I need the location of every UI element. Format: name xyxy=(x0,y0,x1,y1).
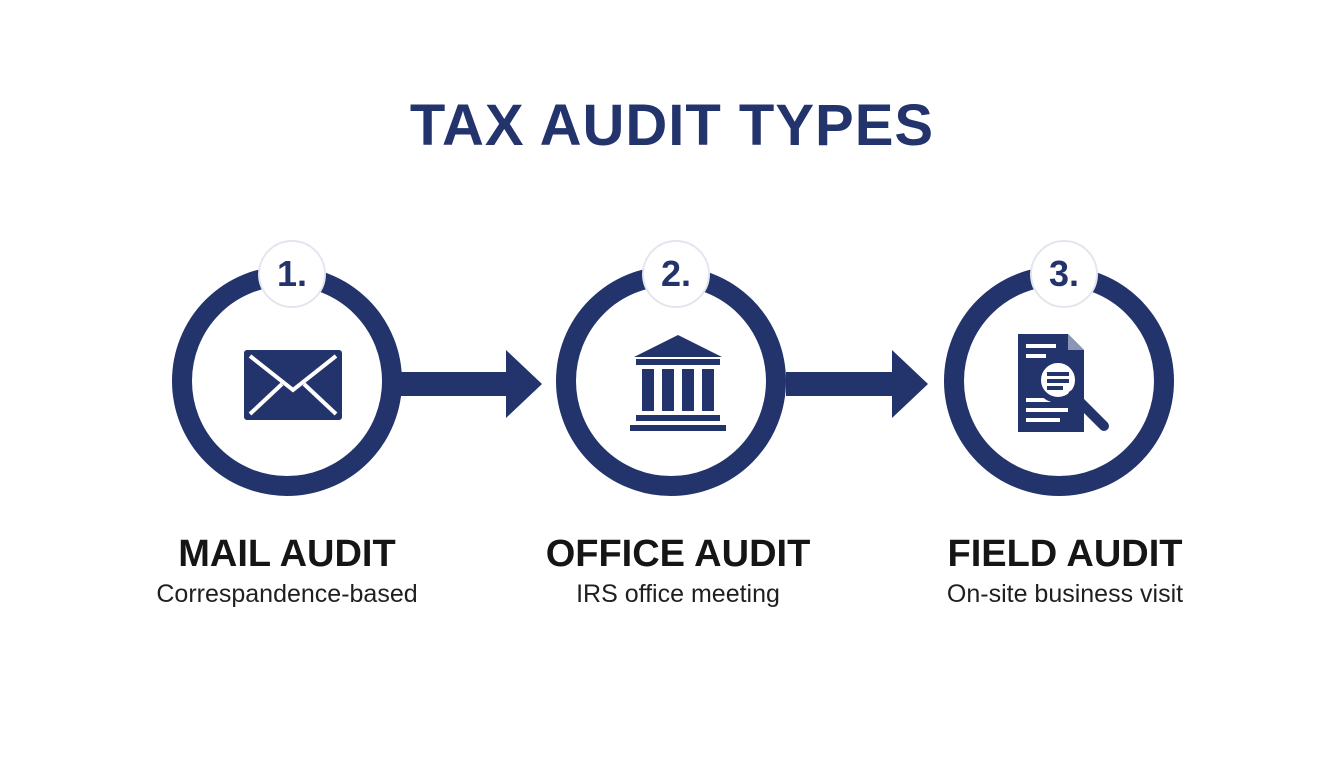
bank-building-icon xyxy=(630,335,726,431)
arrow-2-to-3 xyxy=(786,350,928,418)
arrow-1-to-2 xyxy=(400,350,542,418)
envelope-icon xyxy=(244,350,342,420)
step-1-description: Correspandence-based xyxy=(156,580,418,608)
step-2-description: IRS office meeting xyxy=(576,580,780,608)
step-3-description: On-site business visit xyxy=(946,580,1184,608)
step-2-number-badge: 2. xyxy=(642,240,710,308)
document-search-icon xyxy=(1018,334,1109,432)
step-2-label: OFFICE AUDIT xyxy=(545,533,811,575)
step-3-label: FIELD AUDIT xyxy=(947,533,1183,575)
step-1-number-badge: 1. xyxy=(258,240,326,308)
step-3-number-badge: 3. xyxy=(1030,240,1098,308)
diagram-title: TAX AUDIT TYPES xyxy=(409,93,935,158)
step-1-label: MAIL AUDIT xyxy=(178,533,396,575)
